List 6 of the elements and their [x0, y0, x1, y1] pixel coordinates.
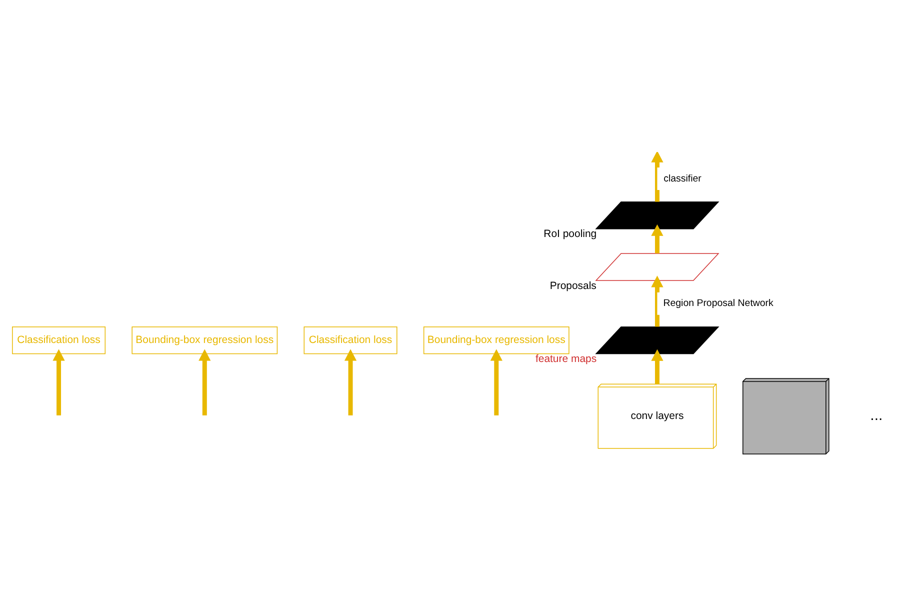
edge-label: classifier [664, 173, 702, 184]
node-label: Proposals [550, 280, 596, 292]
label: ... [870, 406, 883, 424]
node-label: RoI pooling [544, 229, 597, 240]
edge-label: Region Proposal Network [663, 298, 774, 310]
node-label: feature maps [535, 354, 597, 366]
